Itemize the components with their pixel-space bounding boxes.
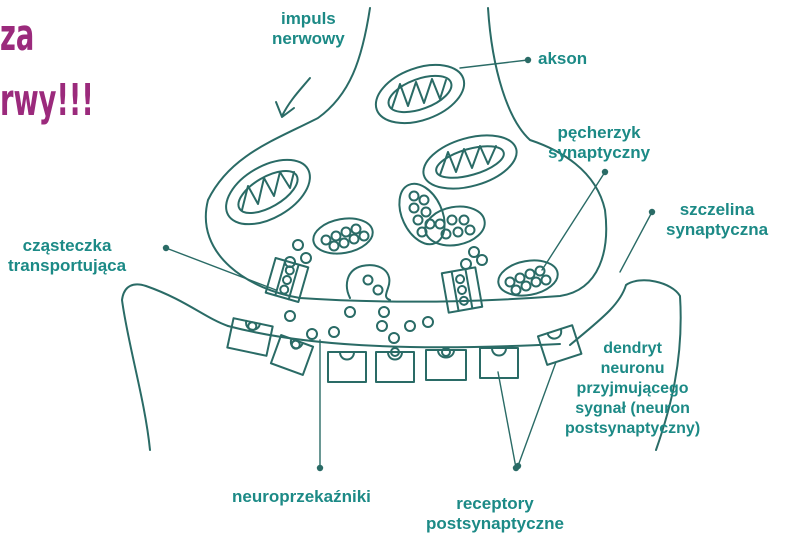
label-cleft: szczelina synaptyczna: [666, 200, 768, 240]
receptor-center-2: [376, 348, 414, 382]
receptor-center-1: [328, 352, 366, 382]
label-vesicle: pęcherzyk synaptyczny: [548, 123, 650, 163]
receptor-center-4: [480, 348, 518, 378]
synaptic-vesicle-left: [311, 214, 376, 258]
synaptic-vesicle-right: [496, 256, 561, 300]
impulse-arrow: [282, 78, 310, 116]
label-receptors: receptory postsynaptyczne: [426, 494, 564, 534]
mitochondrion-top: [368, 54, 472, 134]
label-neurotransmitters: neuroprzekaźniki: [232, 487, 371, 507]
receptor-center-3: [426, 348, 466, 380]
dendrite-outline-left: [122, 284, 228, 450]
transporter-right: [442, 267, 482, 312]
label-axon: akson: [538, 49, 587, 69]
label-impulse: impuls nerwowy: [272, 9, 345, 49]
synaptic-vesicle-middle-2: [422, 202, 488, 250]
label-transporter: cząsteczka transportująca: [8, 236, 126, 276]
fusing-vesicle: [347, 265, 390, 300]
mitochondrion-right: [417, 126, 523, 199]
label-dendrite: dendryt neuronu przyjmującego sygnał (ne…: [565, 339, 700, 439]
mitochondrion-left: [215, 146, 321, 237]
